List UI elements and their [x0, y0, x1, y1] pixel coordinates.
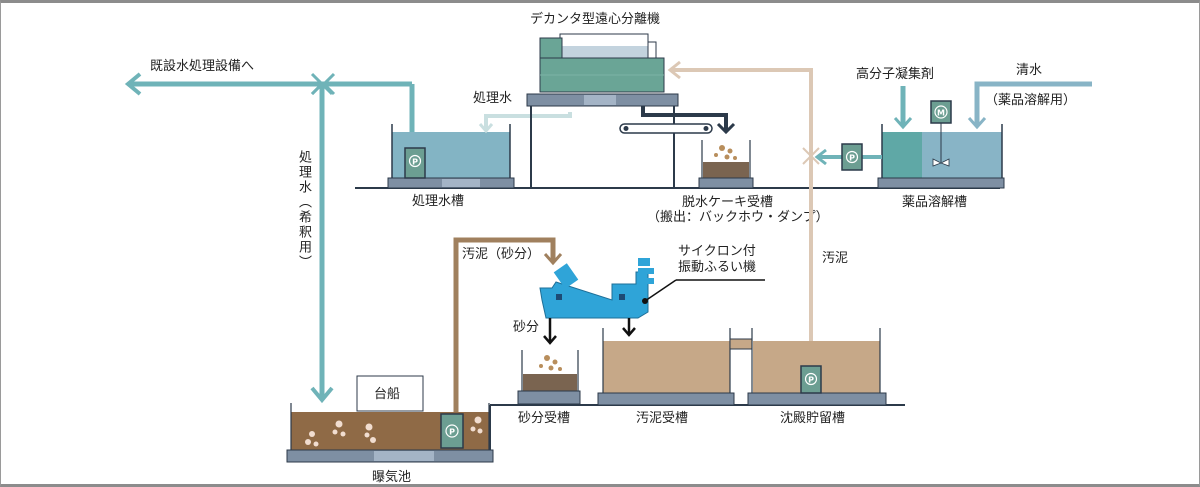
- label-sand: 砂分: [513, 320, 539, 335]
- aeration-pond: P: [286, 375, 494, 463]
- pump-icon: [841, 143, 863, 171]
- sand-tank: [517, 350, 581, 405]
- belt-conveyor: [619, 123, 713, 134]
- label-clean-water-note: （薬品溶解用）: [985, 93, 1076, 108]
- cake-tank: [698, 140, 754, 189]
- label-sludge-sand: 汚泥（砂分）: [462, 247, 540, 262]
- label-clean-water: 清水: [1016, 63, 1042, 78]
- label-settling-tank: 沈殿貯留槽: [780, 411, 845, 426]
- overflow-pipe: [729, 338, 753, 350]
- label-treated-water: 処理水: [473, 91, 512, 106]
- sludge-line-to-decanter: [667, 60, 820, 360]
- label-flocculant: 高分子凝集剤: [856, 66, 934, 82]
- label-treated-water-tank: 処理水槽: [412, 194, 464, 209]
- label-sludge: 汚泥: [822, 251, 848, 266]
- sludge-tank: [597, 328, 735, 406]
- label-chemical-tank: 薬品溶解槽: [902, 195, 967, 210]
- treated-water-line: [124, 72, 415, 404]
- label-to-existing: 既設水処理設備へ: [150, 58, 254, 74]
- decanter-centrifuge: [526, 33, 679, 188]
- cyclone-vibrating-screen: [539, 258, 765, 319]
- pump-icon: [800, 365, 822, 394]
- treated-water-tank: P: [387, 124, 515, 189]
- svg-text:M: M: [937, 109, 945, 118]
- barge: [356, 375, 424, 412]
- settling-tank: P: [747, 328, 887, 406]
- label-cyclone-line1: サイクロン付: [678, 244, 756, 259]
- pump-icon: [440, 413, 464, 449]
- label-sludge-tank: 汚泥受槽: [636, 411, 688, 426]
- svg-text:P: P: [849, 154, 855, 163]
- label-cyclone-line2: 振動ふるい機: [678, 260, 756, 275]
- label-treated-water-dilution: 処理水（希釈用）: [296, 150, 311, 270]
- agitator-icon: [932, 158, 950, 167]
- label-barge: 台船: [374, 387, 400, 402]
- label-decanter: デカンタ型遠心分離機: [530, 11, 660, 27]
- label-cake-tank: 脱水ケーキ受槽: [682, 195, 773, 210]
- label-cake-tank-note: （搬出：バックホウ・ダンプ）: [647, 210, 829, 225]
- svg-text:P: P: [808, 376, 814, 385]
- chemical-tank: M: [877, 100, 1005, 189]
- label-sand-tank: 砂分受槽: [518, 411, 570, 426]
- label-aeration-pond: 曝気池: [372, 469, 411, 485]
- svg-text:P: P: [449, 428, 455, 437]
- svg-text:P: P: [412, 158, 418, 167]
- pump-icon: [404, 147, 426, 179]
